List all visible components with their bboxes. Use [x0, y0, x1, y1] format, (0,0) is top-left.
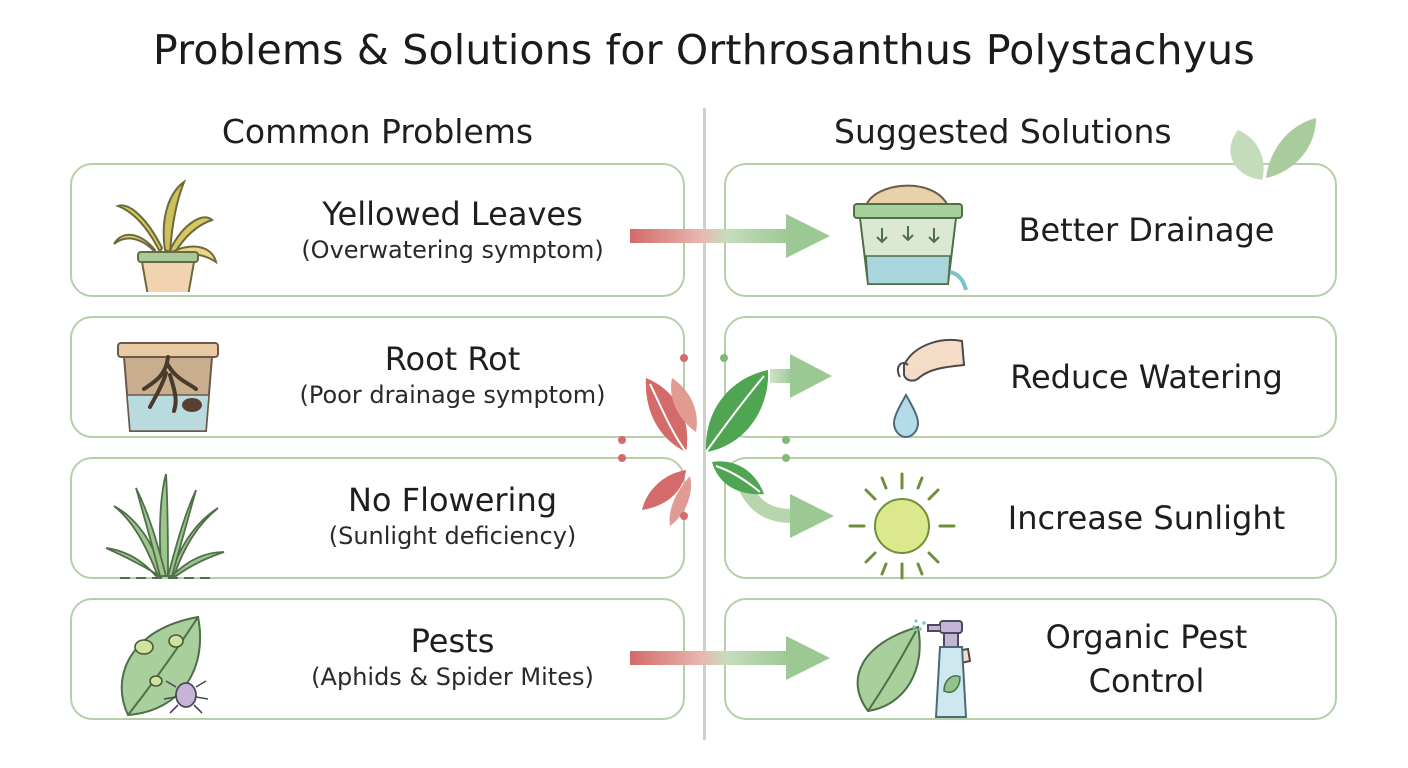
problem-subtitle: (Sunlight deficiency) [328, 522, 577, 550]
sun-icon [848, 472, 956, 580]
problem-title: No Flowering [347, 481, 558, 519]
problem-subtitle: (Overwatering symptom) [301, 236, 604, 264]
solution-label: Increase Sunlight [1007, 499, 1286, 537]
solutions-heading: Suggested Solutions [834, 112, 1172, 151]
center-divider [703, 108, 706, 740]
wilting-plant-icon [113, 179, 218, 292]
problem-card-pests: Pests (Aphids & Spider Mites) [70, 598, 685, 720]
problem-title: Yellowed Leaves [322, 195, 583, 233]
solution-label: Reduce Watering [1010, 358, 1283, 396]
solution-label: Better Drainage [1018, 211, 1275, 249]
page-title: Problems & Solutions for Orthrosanthus P… [153, 26, 1255, 74]
problem-title: Root Rot [384, 340, 521, 378]
problem-card-yellowed-leaves: Yellowed Leaves (Overwatering symptom) [70, 163, 685, 297]
solution-card-better-drainage: Better Drainage [724, 163, 1337, 297]
spray-bottle-icon [856, 619, 972, 718]
problem-subtitle: (Aphids & Spider Mites) [311, 663, 594, 691]
solution-card-increase-sunlight: Increase Sunlight [724, 457, 1337, 580]
problem-title: Pests [410, 622, 495, 660]
drainage-pot-icon [853, 184, 968, 291]
grass-plant-icon [105, 473, 225, 579]
leaf-bugs-icon [120, 615, 209, 717]
problem-card-no-flowering: No Flowering (Sunlight deficiency) [70, 457, 685, 579]
rotting-roots-icon [117, 342, 219, 432]
hand-water-drop-icon [892, 339, 966, 439]
solution-card-reduce-watering: Reduce Watering [724, 316, 1337, 439]
problem-card-root-rot: Root Rot (Poor drainage symptom) [70, 316, 685, 438]
problem-subtitle: (Poor drainage symptom) [299, 381, 606, 409]
problems-heading: Common Problems [221, 112, 534, 151]
